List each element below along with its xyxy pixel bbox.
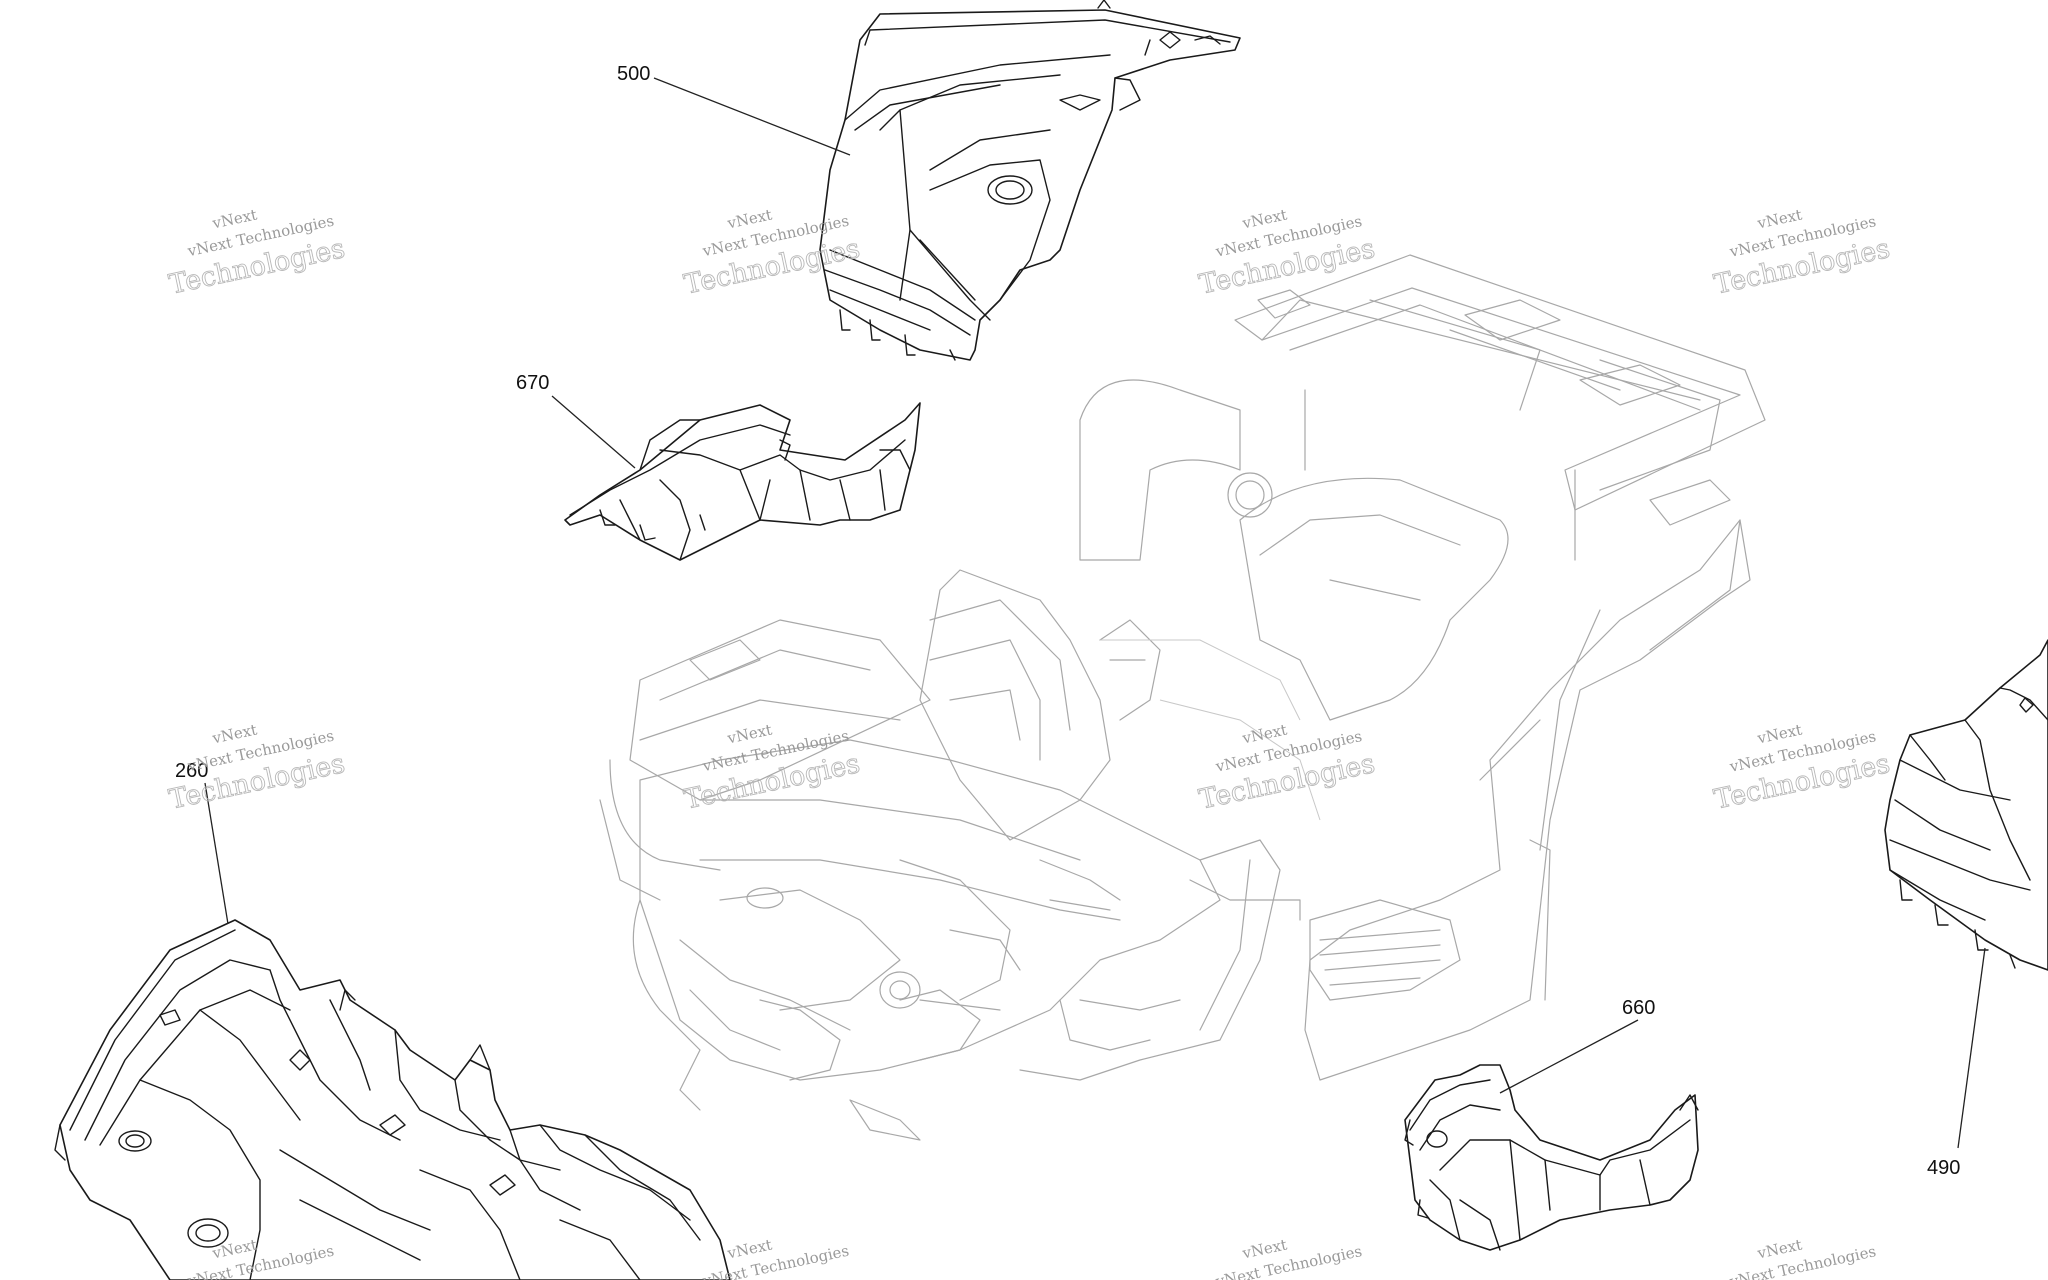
callout-660: 660	[1622, 997, 1655, 1019]
leader-260	[204, 782, 229, 925]
part-660-side-panel	[1404, 1064, 1699, 1251]
watermark-r1c4: vNext vNext Technologies Technologies	[1711, 205, 1893, 301]
watermark-r2c3: vNext vNext Technologies Technologies	[1196, 720, 1378, 816]
leader-660	[1499, 1019, 1639, 1094]
callout-labels: 500 670 260 660 490	[175, 63, 1960, 1179]
leader-lines	[204, 77, 1986, 1149]
leader-670	[551, 395, 636, 469]
watermark-r3c4: vNext vNext Technologies	[1727, 1235, 1877, 1280]
vehicle-ghost-outline	[599, 254, 1766, 1141]
leader-500	[653, 77, 851, 156]
callout-260: 260	[175, 760, 208, 782]
callout-500: 500	[617, 63, 650, 85]
watermark-r3c3: vNext vNext Technologies	[1213, 1235, 1363, 1280]
leader-490	[1957, 947, 1986, 1149]
part-490-rear-fender	[1884, 639, 2048, 971]
callout-670: 670	[516, 372, 549, 394]
watermark-r1c1: vNext vNext Technologies Technologies	[166, 205, 348, 301]
callout-490: 490	[1927, 1157, 1960, 1179]
part-500-rear-fender	[819, 0, 1241, 361]
watermark-r2c4: vNext vNext Technologies Technologies	[1711, 720, 1893, 816]
watermark-r2c2: vNext vNext Technologies Technologies	[681, 720, 863, 816]
watermark-r2c1: vNext vNext Technologies Technologies	[166, 720, 348, 816]
part-260-front-fascia	[54, 919, 731, 1280]
part-670-side-panel	[564, 402, 921, 561]
svg-text:vNext Technologies: vNext Technologies	[1213, 1242, 1363, 1280]
watermark-r1c3: vNext vNext Technologies Technologies	[1196, 205, 1378, 301]
